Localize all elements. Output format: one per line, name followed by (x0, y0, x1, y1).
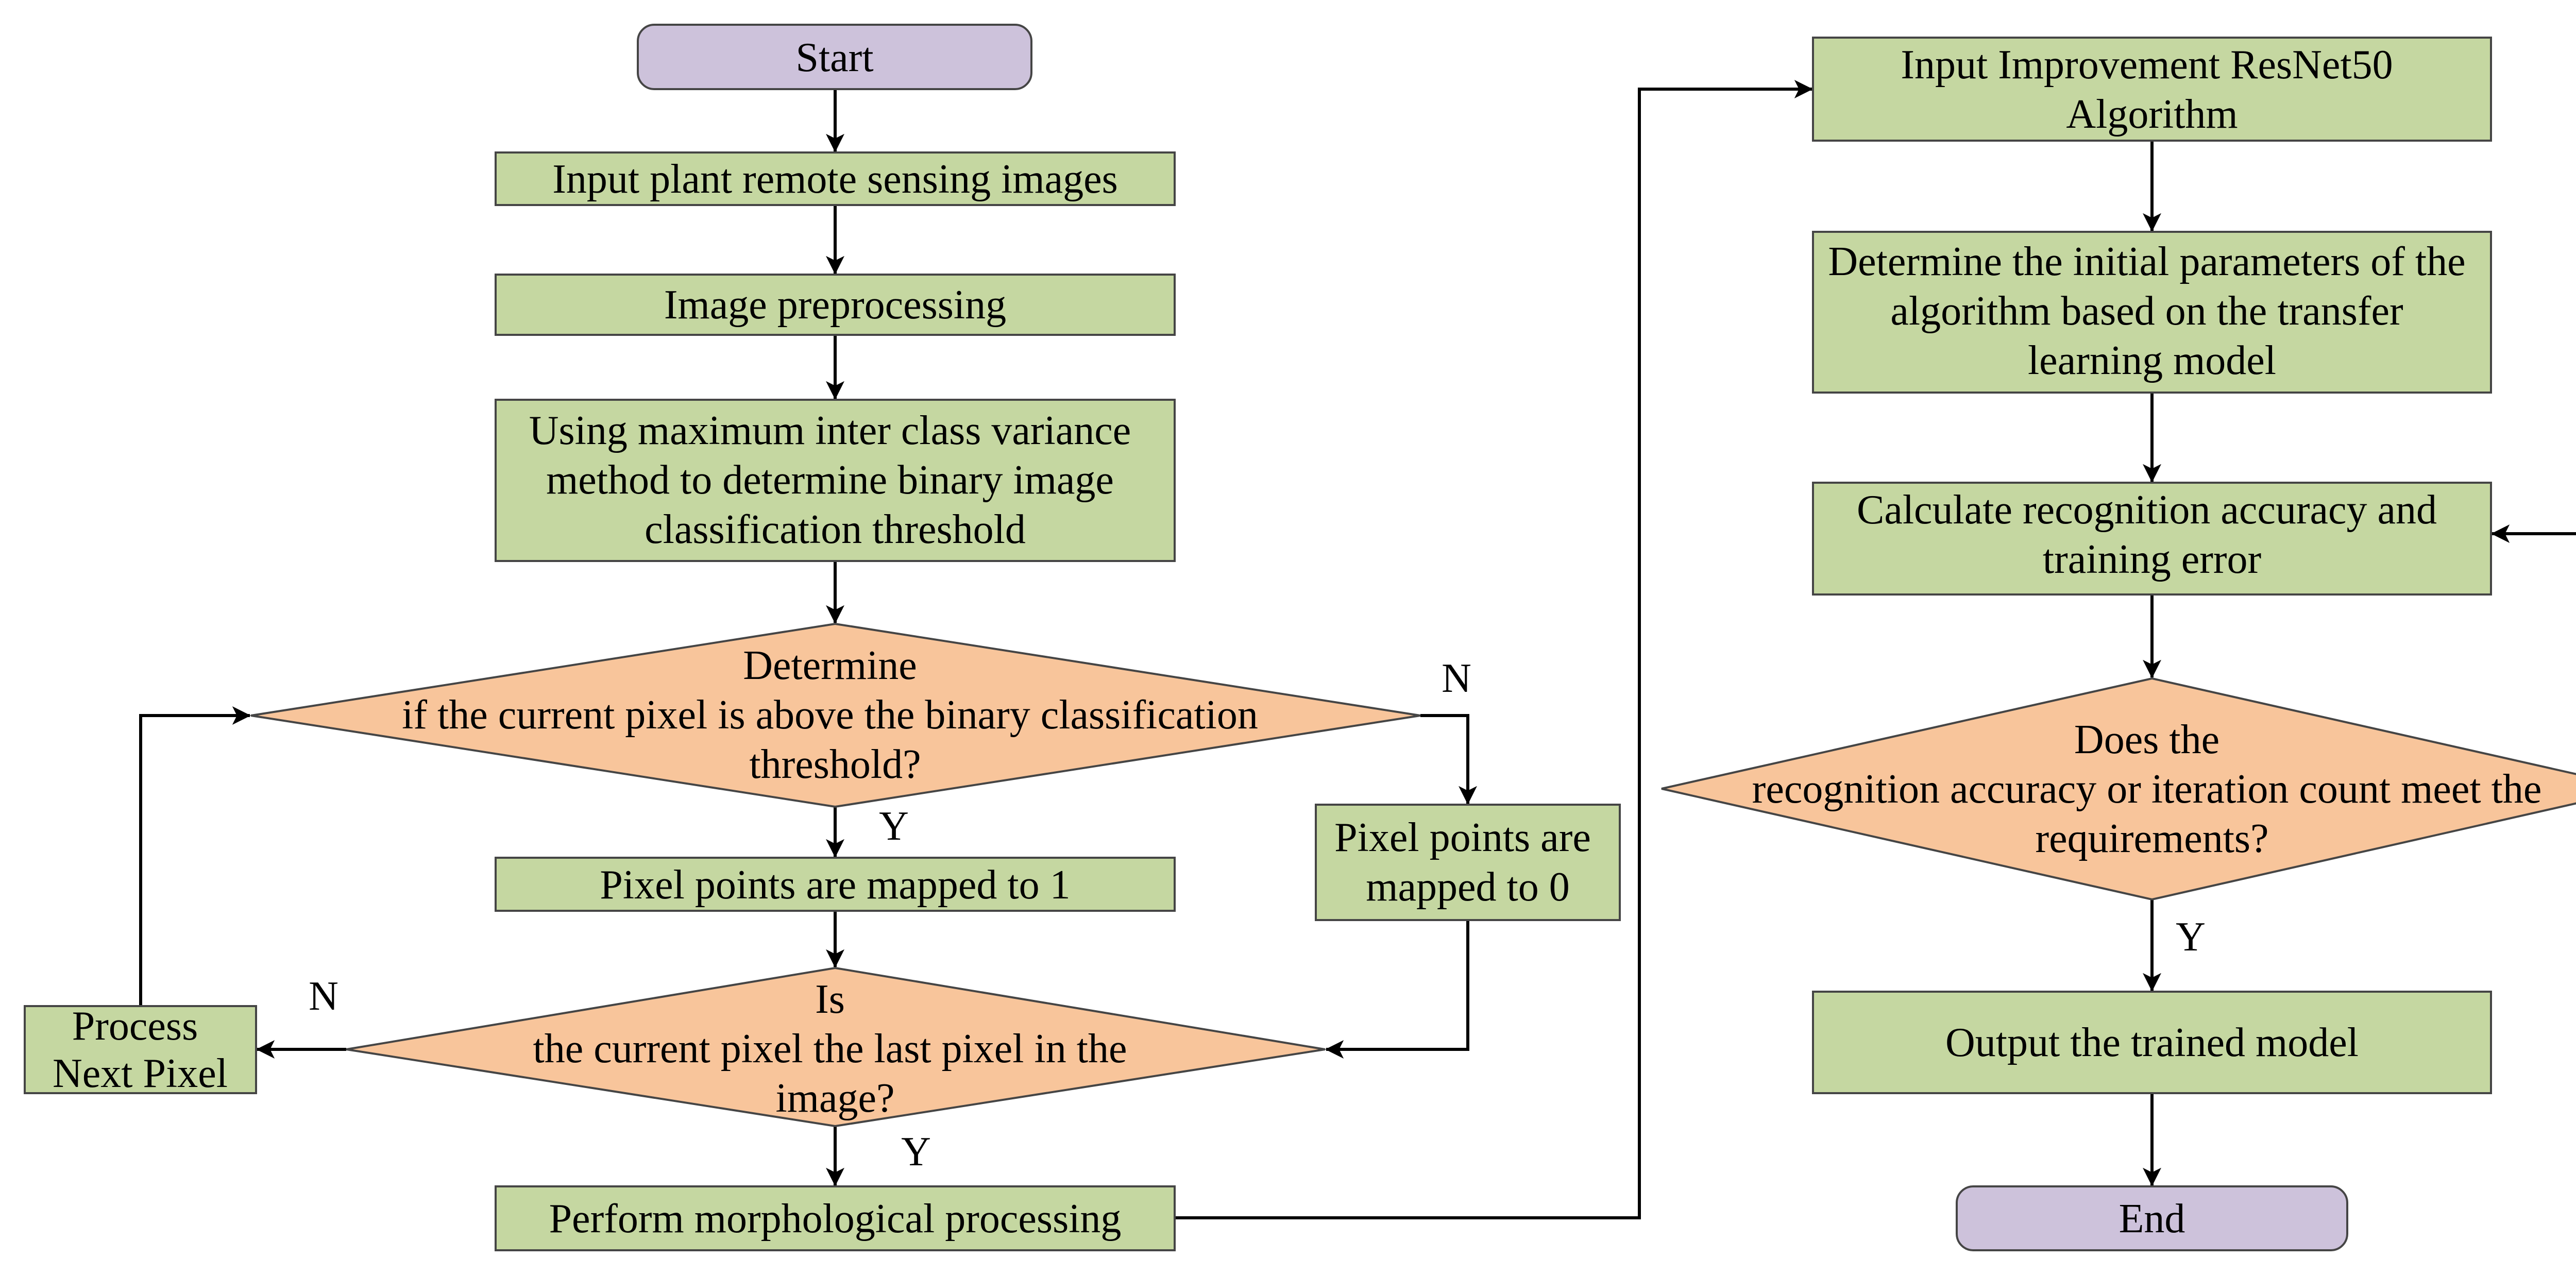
output-label: Output the trained model (1945, 1020, 2359, 1065)
last-pixel-decision-label: Is the current pixel the last pixel in t… (533, 977, 1138, 1121)
otsu-label: Using maximum inter class variance metho… (529, 408, 1142, 552)
start-label: Start (795, 35, 873, 80)
preprocess-box[interactable] (495, 274, 1176, 336)
last-pixel-decision[interactable] (346, 966, 1326, 1128)
init-params-label-line-2: algorithm based on the transfer (1890, 288, 2403, 334)
last-no-label: N (309, 974, 338, 1019)
map-zero-label: Pixel points are mapped to 0 (1334, 815, 1601, 910)
threshold-decision[interactable] (250, 622, 1421, 808)
map-zero-box[interactable] (1315, 804, 1621, 921)
calc-label-line-2: training error (2043, 537, 2261, 582)
output-box[interactable] (1812, 991, 2492, 1094)
end-label: End (2119, 1196, 2185, 1242)
otsu-label-line-3: classification threshold (645, 507, 1026, 552)
end-terminal[interactable] (1956, 1185, 2348, 1251)
output-label-line: Output the trained model (1945, 1020, 2359, 1065)
map-zero-label-line-1: Pixel points are (1334, 815, 1591, 860)
threshold-no-label: N (1442, 656, 1471, 701)
edge-nextpixel-loop (139, 706, 251, 1006)
last-yes-label: Y (901, 1129, 931, 1175)
last-label-line-2: the current pixel the last pixel in the (533, 1026, 1127, 1072)
req-label-line-2: recognition accuracy or iteration count … (1752, 767, 2542, 812)
morph-box[interactable] (495, 1185, 1176, 1251)
input-images-box[interactable] (495, 151, 1176, 206)
calc-box[interactable] (1812, 482, 2492, 596)
calc-label: Calculate recognition accuracy and train… (1857, 487, 2447, 582)
next-pixel-label-line-1: Process (72, 1004, 198, 1049)
resnet-label-line-1: Input Improvement ResNet50 (1901, 42, 2393, 88)
branch-labels: N Y N Y N Y (309, 656, 2206, 1175)
map-one-box[interactable] (495, 857, 1176, 912)
init-params-label-line-3: learning model (2028, 338, 2276, 383)
input-images-label-line: Input plant remote sensing images (552, 157, 1118, 202)
init-params-label-line-1: Determine the initial parameters of the (1828, 239, 2465, 284)
calc-label-line-1: Calculate recognition accuracy and (1857, 487, 2437, 533)
preprocess-label-line: Image preprocessing (664, 282, 1006, 328)
resnet-label: Input Improvement ResNet50 Algorithm (1901, 42, 2403, 137)
start-label-line: Start (795, 35, 873, 80)
connectors (139, 80, 2576, 1219)
morph-label: Perform morphological processing (549, 1196, 1122, 1242)
edge-morph-to-resnet (1175, 80, 1813, 1219)
otsu-label-line-2: method to determine binary image (546, 457, 1114, 503)
req-label-line-3: requirements? (2035, 816, 2268, 861)
start-terminal[interactable] (637, 24, 1032, 90)
map-zero-label-line-2: mapped to 0 (1366, 864, 1569, 910)
otsu-box[interactable] (495, 399, 1176, 562)
req-yes-label: Y (2176, 914, 2206, 960)
morph-label-line: Perform morphological processing (549, 1196, 1122, 1242)
next-pixel-label-line-2: Next Pixel (53, 1051, 228, 1096)
requirements-decision[interactable] (1661, 677, 2576, 901)
node-labels: Start Input plant remote sensing images … (53, 35, 2552, 1242)
threshold-label-line-2: if the current pixel is above the binary… (402, 692, 1258, 738)
resnet-box[interactable] (1812, 37, 2492, 142)
edge-mapzero-to-last (1325, 920, 1469, 1059)
nodes (24, 24, 2576, 1251)
preprocess-label: Image preprocessing (664, 282, 1006, 328)
threshold-label-line-3: threshold? (749, 742, 921, 787)
last-label-line-1: Is (815, 977, 845, 1022)
init-params-box[interactable] (1812, 231, 2492, 394)
end-label-line: End (2119, 1196, 2185, 1242)
input-images-label: Input plant remote sensing images (552, 157, 1118, 202)
last-label-line-3: image? (776, 1076, 895, 1121)
threshold-label-line-1: Determine (743, 643, 917, 688)
threshold-decision-label: Determine if the current pixel is above … (402, 643, 1268, 787)
next-pixel-box[interactable] (24, 1005, 257, 1094)
resnet-label-line-2: Algorithm (2066, 92, 2238, 137)
req-label-line-1: Does the (2074, 717, 2219, 762)
map-one-label-line: Pixel points are mapped to 1 (600, 862, 1070, 908)
edge-threshold-no (1420, 714, 1477, 805)
next-pixel-label: Process Next Pixel (53, 1004, 228, 1096)
requirements-decision-label: Does the recognition accuracy or iterati… (1752, 717, 2552, 861)
init-params-label: Determine the initial parameters of the … (1828, 239, 2476, 383)
otsu-label-line-1: Using maximum inter class variance (529, 408, 1131, 453)
threshold-yes-label: Y (879, 804, 909, 849)
map-one-label: Pixel points are mapped to 1 (600, 862, 1070, 908)
edge-continue-loop (2491, 524, 2576, 543)
